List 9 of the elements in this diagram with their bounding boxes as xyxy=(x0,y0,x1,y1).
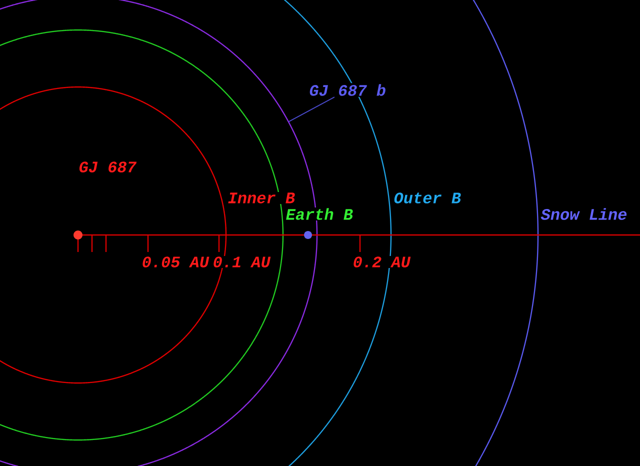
zone-label: Inner B xyxy=(227,192,296,204)
zone-label: Earth B xyxy=(285,208,354,220)
zone-label: Outer B xyxy=(393,192,462,204)
star-label: GJ 687 xyxy=(78,160,137,174)
zone-label: Snow Line xyxy=(540,208,628,220)
tick-label: 0.2 AU xyxy=(352,256,412,268)
tick-label: 0.1 AU xyxy=(212,256,271,268)
leader-line xyxy=(288,96,335,122)
tick-label: 0.05 AU xyxy=(141,256,210,268)
